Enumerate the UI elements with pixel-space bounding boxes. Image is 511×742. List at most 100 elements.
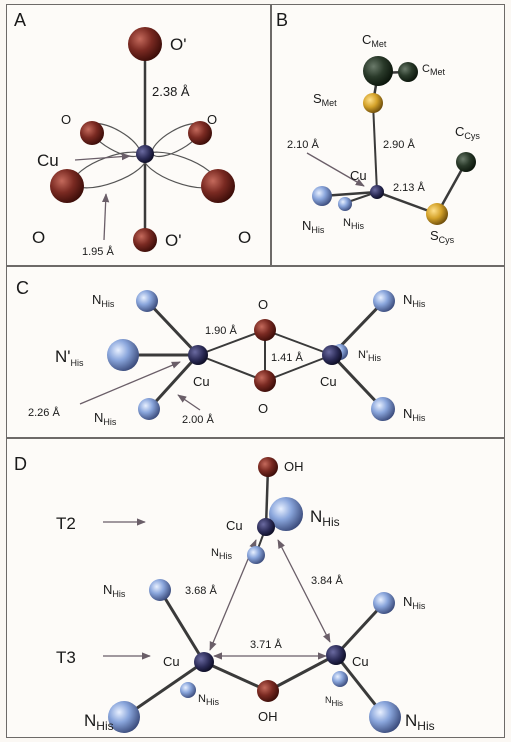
bond-cu1-n-bottom	[147, 353, 200, 411]
svg-text:SCys: SCys	[430, 228, 455, 245]
bond-cu-smet	[372, 102, 378, 193]
label-distance-bottom: 3.71 Å	[250, 638, 282, 651]
label-n-his-t3-bottom-left: NHis	[84, 711, 114, 733]
label-n-his-1: NHis	[302, 218, 325, 235]
label-t2: T2	[56, 514, 76, 533]
label-n-prime-distance: 2.26 Å	[28, 406, 60, 419]
svg-text:N'His: N'His	[358, 349, 382, 363]
nitrogen-atom-t3-bottom-left	[108, 701, 140, 733]
sulfur-atom-met	[363, 93, 383, 113]
copper-atom-left	[188, 345, 208, 365]
label-n-his-t3-top-left: NHis	[103, 582, 126, 599]
bond-t2cu-oh	[264, 466, 270, 528]
panel-c-letter: C	[16, 278, 29, 298]
label-c-met-1: CMet	[362, 32, 387, 49]
panel-b-letter: B	[276, 10, 288, 30]
bond-cu1-o-top	[197, 329, 266, 356]
label-n-prime-his-left: N'His	[55, 347, 84, 368]
label-o-lower-right: O	[238, 228, 251, 247]
oxygen-atom-oh-top	[258, 457, 278, 477]
label-o-prime-bottom: O'	[165, 231, 181, 250]
svg-text:NHis: NHis	[302, 218, 325, 235]
label-cu-left: Cu	[193, 374, 210, 389]
label-n-his-t3-inner-left: NHis	[198, 693, 219, 707]
copper-atom-t3-right	[326, 645, 346, 665]
copper-atom	[136, 145, 154, 163]
svg-text:NHis: NHis	[403, 406, 426, 423]
label-o-bottom: O	[258, 401, 268, 416]
svg-text:CMet: CMet	[362, 32, 387, 49]
label-cys-distance: 2.13 Å	[393, 181, 425, 194]
nitrogen-atom-prime-left	[107, 339, 139, 371]
label-distance-left: 3.68 Å	[185, 584, 217, 597]
label-met-distance: 2.90 Å	[383, 138, 415, 151]
oxygen-atom-lower-right	[201, 169, 235, 203]
label-n-his-top-right: NHis	[403, 292, 426, 309]
svg-text:NHis: NHis	[405, 711, 435, 733]
arrow-to-cu	[74, 152, 131, 161]
label-cu: Cu	[350, 168, 367, 183]
nitrogen-atom-t3-top-left	[149, 579, 171, 601]
bond-cu2-o-bottom	[264, 354, 333, 382]
label-o-upper-right: O	[207, 112, 217, 127]
svg-text:NHis: NHis	[343, 217, 364, 231]
label-cu-right: Cu	[320, 374, 337, 389]
svg-text:CMet: CMet	[422, 63, 445, 77]
oxygen-atom-bottom	[254, 370, 276, 392]
label-cu-t3-right: Cu	[352, 654, 369, 669]
carbon-atom-cys	[456, 152, 476, 172]
bond-t3cu1-oh	[203, 660, 269, 693]
svg-text:NHis: NHis	[84, 711, 114, 733]
nitrogen-atom-t3-inner-left	[180, 682, 196, 698]
bond-t3cu2-n-top	[334, 601, 386, 657]
bond-cu1-n-top	[145, 299, 200, 357]
label-equatorial-distance: 1.95 Å	[82, 245, 114, 258]
copper-atom-t2	[257, 518, 275, 536]
label-cu-o-distance: 1.90 Å	[205, 324, 237, 337]
label-s-cys: SCys	[430, 228, 455, 245]
svg-text:CCys: CCys	[455, 124, 480, 141]
label-o-upper-left: O	[61, 112, 71, 127]
oxygen-atom-lower-left	[50, 169, 84, 203]
arrow-distance-right	[277, 539, 331, 643]
svg-text:NHis: NHis	[325, 695, 343, 708]
panel-b-drawing: B CMet CMet SMet 2.10 Å Cu 2.90 Å	[276, 10, 480, 245]
nitrogen-atom-top-left	[136, 290, 158, 312]
arrow-his-distance	[306, 152, 365, 187]
nitrogen-atom-t3-bottom-right	[369, 701, 401, 733]
label-n-his-t3-inner-right: NHis	[325, 695, 343, 708]
arrow-equatorial	[102, 193, 110, 241]
bond-cu2-n-bottom	[330, 353, 385, 411]
nitrogen-atom-his-2	[338, 197, 352, 211]
label-axial-distance: 2.38 Å	[152, 84, 190, 99]
panel-b	[271, 4, 505, 266]
arrow-n-prime-distance	[79, 361, 181, 405]
label-oh-top: OH	[284, 459, 304, 474]
bond-t3cu2-oh	[267, 653, 337, 693]
svg-text:NHis: NHis	[403, 292, 426, 309]
svg-text:NHis: NHis	[103, 582, 126, 599]
nitrogen-atom-t3-top-right	[373, 592, 395, 614]
svg-text:NHis: NHis	[403, 594, 426, 611]
arrow-cu-n-distance	[177, 394, 201, 411]
label-n-his-bottom-left: NHis	[94, 410, 117, 427]
label-t3: T3	[56, 648, 76, 667]
svg-text:SMet: SMet	[313, 91, 337, 108]
label-cu-t3-left: Cu	[163, 654, 180, 669]
svg-text:N'His: N'His	[55, 347, 84, 368]
label-o-top: O	[258, 297, 268, 312]
panel-d-drawing: D T2 T3 OH Cu	[14, 454, 435, 733]
copper-atom-t3-left	[194, 652, 214, 672]
label-oh-bridge: OH	[258, 709, 278, 724]
label-o-prime-top: O'	[170, 35, 186, 54]
label-o-lower-left: O	[32, 228, 45, 247]
label-n-his-t2-small: NHis	[211, 547, 232, 561]
panel-d-letter: D	[14, 454, 27, 474]
label-cu-n-distance: 2.00 Å	[182, 413, 214, 426]
label-o-o-distance: 1.41 Å	[271, 351, 303, 364]
label-his-distance: 2.10 Å	[287, 138, 319, 151]
label-n-his-t2: NHis	[310, 507, 340, 529]
nitrogen-atom-t3-inner-right	[332, 671, 348, 687]
label-cu: Cu	[37, 151, 59, 170]
